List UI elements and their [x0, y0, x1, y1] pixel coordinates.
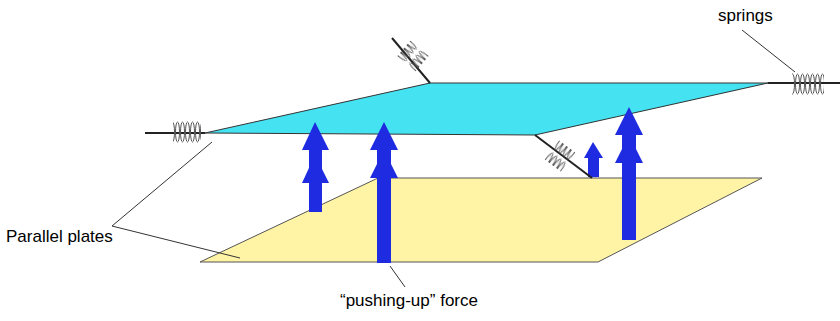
callout-label: “pushing-up” force [340, 292, 478, 311]
springs [145, 38, 840, 178]
callout-label: springs [718, 7, 773, 26]
bottom-plate [200, 178, 762, 262]
leader-lines [112, 30, 795, 287]
callout-label: Parallel plates [6, 228, 113, 247]
force-arrows [302, 135, 643, 263]
top-plate [205, 83, 768, 135]
